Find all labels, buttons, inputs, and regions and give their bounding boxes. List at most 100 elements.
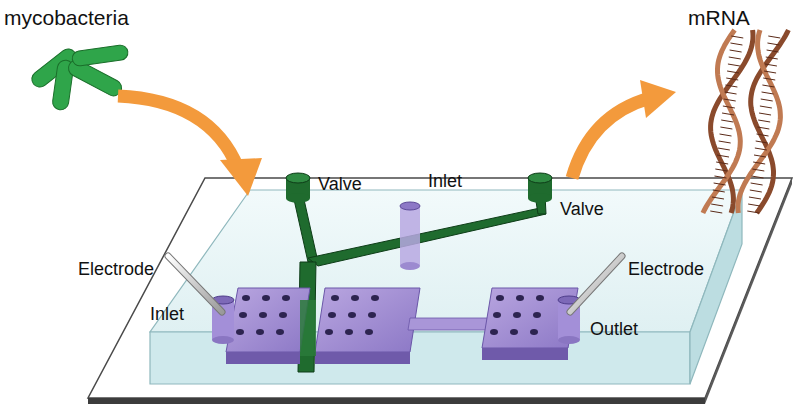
plate-edge [88,398,705,404]
base-pair [723,106,735,108]
mrna-helix [703,30,789,213]
chamber-hole [533,312,541,318]
chamber-hole [348,312,356,318]
base-plate [88,178,792,398]
base-pair [752,169,764,171]
base-pair [716,162,728,164]
port-cylinders [212,296,580,344]
base-pair [715,169,727,171]
part-label: Electrode [628,260,704,280]
base-pair [730,43,742,45]
base-pair [712,197,724,199]
base-pair [722,113,734,115]
part-label: Inlet [150,305,184,325]
base-pair [717,155,729,157]
chamber-hole [490,329,498,335]
base-pair [748,204,760,206]
base-pair [720,127,732,129]
base-pair [763,78,775,80]
base-pair [710,211,722,213]
base-pair [730,50,742,52]
base-pair [762,85,774,87]
chamber-hole [259,312,267,318]
base-pair [767,50,779,52]
mrna-strand [738,30,780,213]
base-pair [749,197,761,199]
base-pair [751,183,763,185]
flow-arrows [118,80,676,196]
chamber-hole [510,329,518,335]
base-pair [757,134,769,136]
chamber-hole [325,329,333,335]
base-pair [725,85,737,87]
base-pair [718,148,730,150]
base-pair [753,162,765,164]
base-pair [764,71,776,73]
chamber-hole [276,329,284,335]
base-pair [762,92,774,94]
chamber-hole [256,329,264,335]
base-pair [761,99,773,101]
chamber-hole [496,295,504,301]
base-pair [727,71,739,73]
title-label: mRNA [688,6,750,29]
base-pair [751,176,763,178]
base-pair [721,120,733,122]
chamber-hole [351,295,359,301]
base-pair [720,134,732,136]
base-pair [714,176,726,178]
part-label: Valve [560,200,604,220]
chamber-hole [536,295,544,301]
chamber-hole [516,295,524,301]
base-pair [728,64,740,66]
chamber-hole [236,329,244,335]
chamber-hole [530,329,538,335]
chamber-hole [279,312,287,318]
title-label: mycobacteria [4,6,129,29]
base-pair [754,155,766,157]
chamber-hole [493,312,501,318]
base-pair [711,204,723,206]
electrodes [168,256,622,312]
base-pair [729,57,741,59]
base-pair [768,36,780,38]
base-pair [750,190,762,192]
glass-front [150,332,690,384]
base-pair [724,99,736,101]
base-pair [725,92,737,94]
chamber-hole [368,312,376,318]
mrna-strand [751,30,789,213]
base-pair [767,43,779,45]
base-pair [755,148,767,150]
chamber-hole [328,312,336,318]
base-pair [759,113,771,115]
chamber-hole [513,312,521,318]
valve-cylinders [286,173,552,203]
base-pair [756,141,768,143]
base-pair [758,120,770,122]
chambers [226,288,578,364]
chamber-hole [371,295,379,301]
base-pair [747,211,759,213]
base-pair [765,64,777,66]
part-label: Outlet [590,320,638,340]
chamber-hole [331,295,339,301]
base-pair [713,190,725,192]
chamber-hole [242,295,250,301]
base-pair [766,57,778,59]
chamber-hole [365,329,373,335]
inlet-cylinder [400,202,420,270]
part-label: Valve [318,175,362,195]
base-pair [726,78,738,80]
base-pair [714,183,726,185]
part-label: Electrode [78,260,154,280]
chamber-hole [262,295,270,301]
mrna-strand [703,30,740,213]
glass-side [690,190,742,384]
chamber-hole [239,312,247,318]
base-pair [719,141,731,143]
base-pair [757,127,769,129]
mycobacteria-rods [29,44,129,111]
